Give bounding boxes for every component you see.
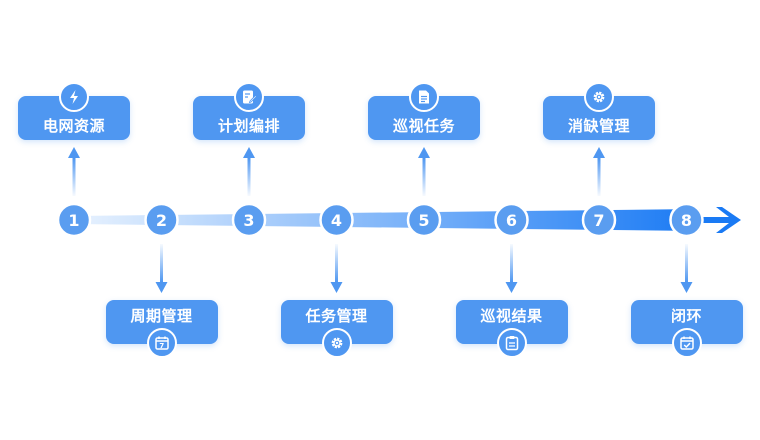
step-number: 7 (593, 211, 604, 230)
connector-arrow (330, 244, 343, 293)
lightning-icon (59, 82, 89, 112)
connector-arrow (680, 244, 693, 293)
step-label: 电网资源 (42, 116, 105, 135)
clipboard-icon (496, 328, 527, 358)
connector-arrow (505, 244, 518, 293)
step-label-box[interactable]: 巡视结果 (455, 300, 568, 358)
step-number: 8 (681, 211, 692, 230)
step-label: 任务管理 (305, 306, 368, 325)
timeline-arrow-head (700, 207, 741, 233)
step-label-box[interactable]: 任务管理 (280, 300, 393, 358)
calendar-icon-day: 7 (159, 342, 164, 350)
step-node[interactable]: 6 (494, 202, 529, 238)
document-icon (409, 82, 439, 112)
step-node[interactable]: 1 (56, 202, 92, 238)
connector-arrow (593, 147, 605, 196)
step-number: 3 (243, 211, 254, 230)
step-label: 巡视结果 (480, 306, 543, 325)
calendar-check-icon (671, 328, 702, 358)
gear-icon (321, 328, 352, 358)
step-number: 4 (331, 211, 342, 230)
step-node[interactable]: 7 (581, 202, 617, 238)
step-number: 1 (68, 211, 79, 230)
step-label-box[interactable]: 巡视任务 (368, 82, 480, 140)
step-node[interactable]: 5 (406, 202, 442, 238)
connector-arrow (418, 147, 430, 196)
connector-arrow (68, 147, 80, 196)
step-label: 巡视任务 (392, 116, 455, 135)
step-label: 消缺管理 (567, 116, 630, 135)
step-label-box[interactable]: 消缺管理 (543, 82, 655, 140)
step-number: 2 (156, 211, 167, 230)
step-label-box[interactable]: 闭环 (630, 300, 743, 358)
step-label: 周期管理 (130, 306, 193, 325)
step-node[interactable]: 3 (231, 202, 267, 238)
step-label-box[interactable]: 周期管理 7 (105, 300, 218, 358)
step-label-box[interactable]: 电网资源 (18, 82, 130, 140)
step-label: 闭环 (670, 306, 702, 325)
connector-arrow (243, 147, 255, 196)
edit-document-icon (234, 82, 264, 112)
step-label: 计划编排 (217, 116, 280, 135)
calendar-icon: 7 (146, 328, 177, 358)
timeline-band (74, 209, 700, 231)
connector-arrow (155, 244, 168, 293)
step-number: 5 (418, 211, 429, 230)
step-node[interactable]: 4 (319, 202, 354, 238)
step-node[interactable]: 2 (144, 202, 179, 238)
step-number: 6 (506, 211, 517, 230)
gear-icon (584, 82, 614, 112)
step-label-box[interactable]: 计划编排 (193, 82, 305, 140)
step-node[interactable]: 8 (669, 202, 704, 238)
